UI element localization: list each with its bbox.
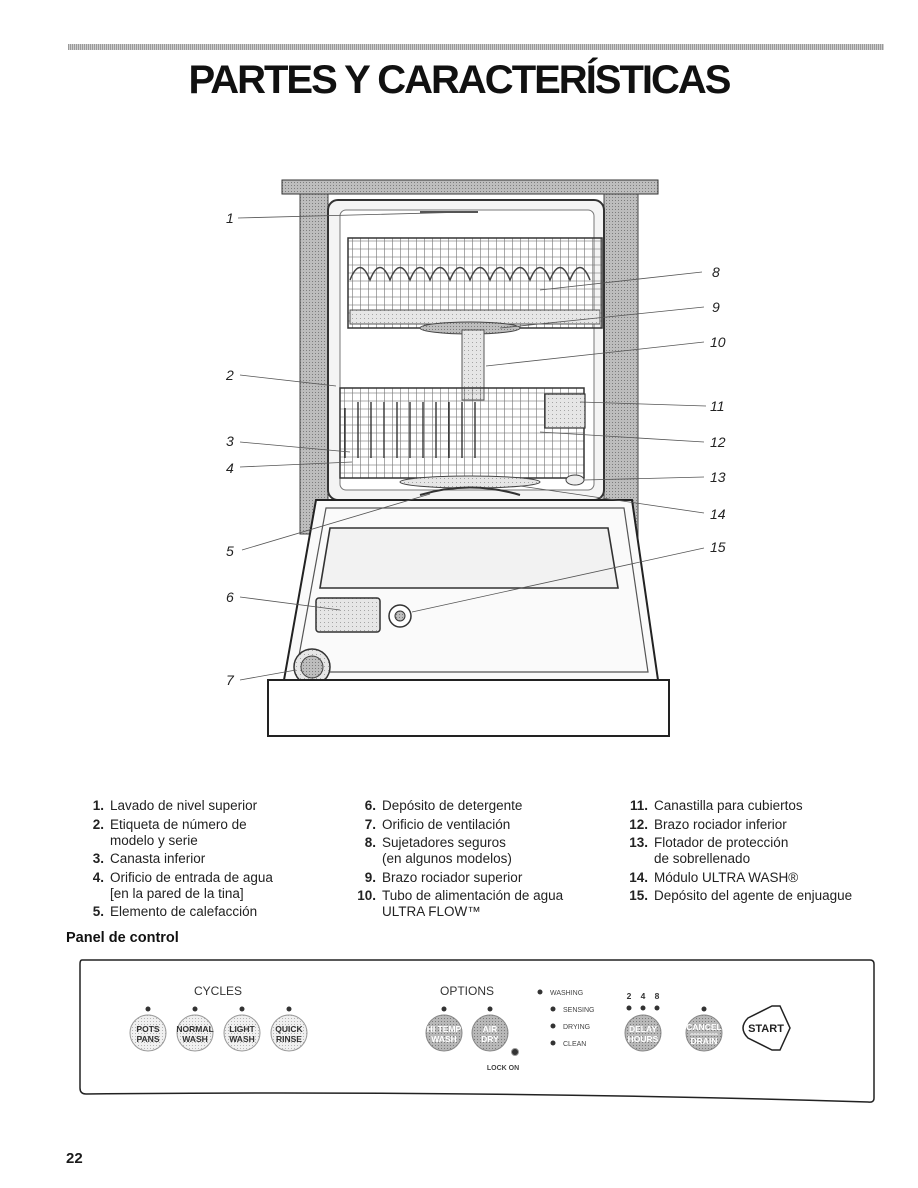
heating-element (419, 486, 521, 496)
inner-door-panel (319, 527, 619, 589)
svg-text:WASHING: WASHING (550, 990, 583, 997)
cycle-button-normal-wash[interactable]: NORMAL WASH (176, 1006, 214, 1052)
page-title: PARTES Y CARACTERÍSTICAS (188, 58, 732, 102)
callout-14: 14 (710, 506, 726, 522)
countertop (281, 179, 659, 195)
cycle-button-pots-pans[interactable]: POTS PANS (129, 1006, 167, 1052)
top-rule (68, 44, 884, 50)
svg-text:DRYING: DRYING (563, 1024, 590, 1031)
svg-text:WASH: WASH (229, 1034, 255, 1044)
callout-4: 4 (226, 460, 234, 476)
parts-item: 1.Lavado de nivel superior (92, 798, 258, 813)
cycle-button-quick-rinse[interactable]: QUICK RINSE (270, 1006, 308, 1052)
delay-8-led (654, 1005, 660, 1011)
callout-11: 11 (710, 398, 725, 414)
door-base (267, 679, 670, 737)
parts-item: 3.Canasta inferior (92, 851, 206, 866)
svg-text:CLEAN: CLEAN (563, 1041, 586, 1048)
svg-text:DRY: DRY (481, 1034, 499, 1044)
control-panel-heading: Panel de control (66, 930, 179, 946)
option-button-hi-temp-wash[interactable]: HI TEMP WASH (425, 1006, 463, 1052)
callout-5: 5 (226, 543, 234, 559)
parts-list-column-2: 6.Depósito de detergente 7.Orificio de v… (356, 798, 596, 923)
svg-text:RINSE: RINSE (276, 1034, 302, 1044)
svg-text:DRAIN: DRAIN (691, 1036, 718, 1046)
lock-led (511, 1048, 519, 1056)
lower-spray-arm (399, 475, 541, 489)
callout-3: 3 (226, 433, 234, 449)
delay-4-led (640, 1005, 646, 1011)
callout-1: 1 (226, 210, 234, 226)
detergent-dispenser (315, 597, 381, 633)
svg-text:LIGHT: LIGHT (229, 1024, 255, 1034)
callout-13: 13 (710, 469, 726, 485)
callout-9: 9 (712, 299, 720, 315)
parts-item: 2.Etiqueta de número de modelo y serie (92, 816, 247, 848)
parts-item: 9.Brazo rociador superior (364, 869, 523, 885)
delay-2-label: 2 (627, 991, 632, 1001)
svg-text:AIR: AIR (483, 1024, 498, 1034)
svg-text:CANCEL: CANCEL (686, 1022, 721, 1032)
callout-8: 8 (712, 264, 720, 280)
svg-text:START: START (748, 1023, 784, 1035)
silverware-basket (544, 393, 586, 429)
parts-item: 13.Flotador de protección de sobrellenad… (629, 835, 789, 866)
parts-list-column-3: 11.Canastilla para cubiertos 12.Brazo ro… (622, 798, 892, 907)
svg-text:POTS: POTS (136, 1024, 159, 1034)
option-button-air-dry[interactable]: AIR DRY (471, 1006, 509, 1052)
control-panel: CYCLES OPTIONS POTS PANS NORMAL WASH LIG… (79, 959, 875, 1103)
svg-text:NORMAL: NORMAL (176, 1024, 213, 1034)
parts-list-column-1: 1.Lavado de nivel superior 2.Etiqueta de… (84, 798, 324, 923)
parts-item: 8.Sujetadores seguros (en algunos modelo… (364, 835, 512, 866)
parts-item: 11.Canastilla para cubiertos (629, 798, 803, 813)
start-button[interactable]: START (742, 1005, 791, 1051)
status-led-clean: CLEAN (550, 1040, 586, 1048)
parts-item: 7.Orificio de ventilación (364, 816, 511, 832)
callout-6: 6 (226, 589, 234, 605)
parts-item: 6.Depósito de detergente (364, 798, 523, 813)
delay-4-label: 4 (641, 991, 646, 1001)
page-number: 22 (66, 1150, 83, 1167)
parts-item: 5.Elemento de calefacción (92, 904, 258, 919)
callout-12: 12 (710, 434, 726, 450)
cycles-label: CYCLES (194, 984, 242, 998)
parts-item: 4.Orificio de entrada de agua [en la par… (92, 869, 273, 901)
callout-7: 7 (226, 672, 235, 688)
svg-text:SENSING: SENSING (563, 1007, 595, 1014)
status-led-washing: WASHING (537, 989, 583, 997)
cycle-button-light-wash[interactable]: LIGHT WASH (223, 1006, 261, 1052)
status-led-drying: DRYING (550, 1023, 590, 1031)
options-label: OPTIONS (440, 984, 494, 998)
callout-10: 10 (710, 334, 726, 350)
delay-2-led (626, 1005, 632, 1011)
parts-item: 15.Depósito del agente de enjuague (629, 888, 853, 903)
svg-text:WASH: WASH (431, 1034, 457, 1044)
svg-text:WASH: WASH (182, 1034, 208, 1044)
delay-8-label: 8 (655, 991, 660, 1001)
svg-text:DELAY: DELAY (629, 1024, 657, 1034)
callout-2: 2 (225, 367, 234, 383)
svg-text:HOURS: HOURS (628, 1034, 659, 1044)
dishwasher-illustration: 1 2 3 4 5 6 7 8 9 10 11 12 13 14 15 (225, 179, 726, 737)
callout-15: 15 (710, 539, 726, 555)
open-door (282, 499, 660, 681)
svg-text:HI TEMP: HI TEMP (427, 1024, 462, 1034)
left-cabinet-side (299, 193, 329, 535)
delay-hours-button[interactable]: DELAY HOURS (624, 1014, 662, 1052)
cancel-drain-button[interactable]: CANCEL DRAIN (685, 1006, 723, 1052)
parts-item: 10.Tubo de alimentación de agua ULTRA FL… (357, 888, 564, 919)
parts-item: 14.Módulo ULTRA WASH® (629, 869, 799, 885)
status-led-sensing: SENSING (550, 1006, 595, 1014)
parts-item: 12.Brazo rociador inferior (629, 816, 787, 832)
svg-text:PANS: PANS (137, 1034, 160, 1044)
lock-on-label: LOCK ON (487, 1065, 519, 1072)
svg-text:QUICK: QUICK (275, 1024, 303, 1034)
